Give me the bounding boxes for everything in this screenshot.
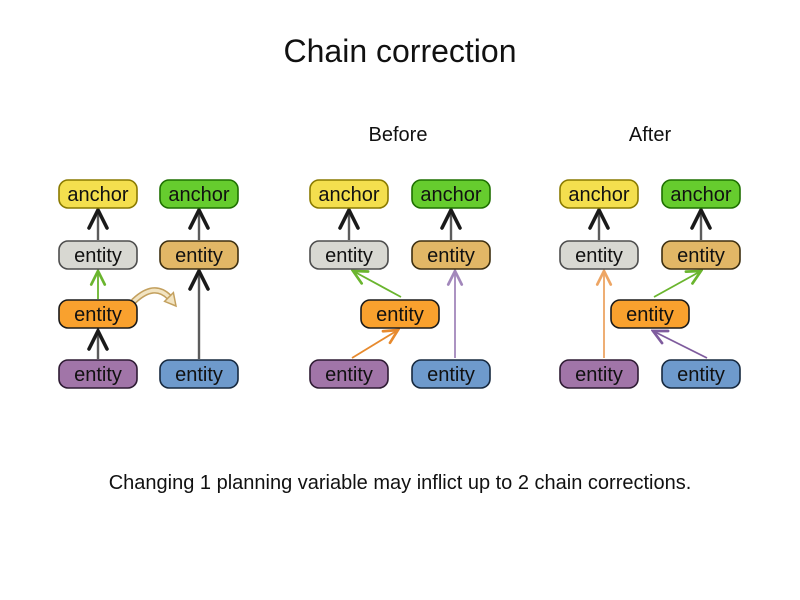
initial-entity-orange: entity [58,299,138,329]
node-label: entity [677,245,725,267]
node-label: anchor [318,184,379,206]
node-label: entity [626,304,674,326]
group-initial: anchor anchor entity entity entity entit… [58,179,239,389]
before-entity-blue: entity [411,359,491,389]
node-label: entity [575,364,623,386]
after-entity-blue: entity [661,359,741,389]
node-label: entity [175,245,223,267]
node-label: entity [427,245,475,267]
section-label-after: After [629,124,672,146]
node-label: entity [74,304,122,326]
initial-entity-blue: entity [159,359,239,389]
node-label: entity [325,245,373,267]
node-label: entity [74,364,122,386]
after-entity-gray: entity [559,240,639,270]
before-entity-orange: entity [360,299,440,329]
initial-entity-purple: entity [58,359,138,389]
before-entity-purple: entity [309,359,389,389]
before-entity-tan: entity [411,240,491,270]
node-label: anchor [168,184,229,206]
node-label: anchor [420,184,481,206]
node-label: entity [575,245,623,267]
initial-anchor-yellow: anchor [58,179,138,209]
after-anchor-green: anchor [661,179,741,209]
after-arrow-orange-to-tan-green [653,271,701,298]
before-anchor-yellow: anchor [309,179,389,209]
node-label: entity [376,304,424,326]
group-after: anchor anchor entity entity entity entit… [559,179,741,389]
node-label: anchor [670,184,731,206]
page-title: Chain correction [284,33,517,69]
node-label: anchor [568,184,629,206]
after-anchor-yellow: anchor [559,179,639,209]
before-anchor-green: anchor [411,179,491,209]
section-label-before: Before [369,124,428,146]
initial-entity-gray: entity [58,240,138,270]
node-label: entity [677,364,725,386]
node-label: entity [325,364,373,386]
move-arrow-icon [130,287,177,308]
before-arrow-purple-to-orange [351,330,398,359]
initial-entity-tan: entity [159,240,239,270]
after-entity-orange: entity [610,299,690,329]
node-label: entity [175,364,223,386]
node-label: anchor [67,184,128,206]
initial-anchor-green: anchor [159,179,239,209]
after-entity-purple: entity [559,359,639,389]
after-arrow-blue-to-orange-purple [653,331,708,359]
node-label: entity [74,245,122,267]
before-arrow-orange-to-gray-green [353,271,402,298]
caption: Changing 1 planning variable may inflict… [109,472,692,494]
before-entity-gray: entity [309,240,389,270]
group-before: anchor anchor entity entity entity entit… [309,179,491,389]
node-label: entity [427,364,475,386]
after-entity-tan: entity [661,240,741,270]
